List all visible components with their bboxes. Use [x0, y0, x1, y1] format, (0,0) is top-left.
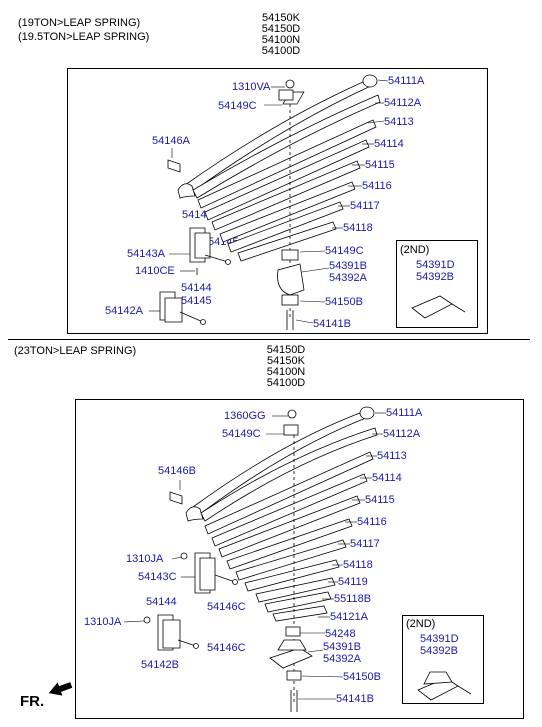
top-title-line-1: (19TON>LEAP SPRING) [18, 17, 141, 29]
part-label-54391b[interactable]: 54391B [329, 260, 367, 272]
part-label-54141b[interactable]: 54141B [313, 318, 351, 330]
part-label-54248[interactable]: 54248 [325, 628, 356, 640]
bottom-inset-code-54392b[interactable]: 54392B [420, 645, 458, 657]
part-label-54113[interactable]: 54113 [377, 450, 407, 462]
part-label-54117[interactable]: 54117 [350, 538, 380, 550]
part-label-54121a[interactable]: 54121A [330, 611, 368, 623]
part-label-54115[interactable]: 54115 [365, 494, 395, 506]
part-label-54115[interactable]: 54115 [365, 159, 395, 171]
bottom-title: (23TON>LEAP SPRING) [14, 345, 137, 357]
part-label-54114[interactable]: 54114 [372, 472, 402, 484]
part-label-54143a[interactable]: 54143A [127, 248, 165, 260]
part-label-55118b[interactable]: 55118B [334, 593, 372, 605]
bottom-clips [143, 491, 238, 651]
part-label-1310ja[interactable]: 1310JA [126, 553, 164, 565]
part-label-54113[interactable]: 54113 [384, 116, 414, 128]
part-label-54143c[interactable]: 54143C [138, 571, 177, 583]
bottom-leader-lines [123, 412, 386, 700]
part-label-1310va[interactable]: 1310VA [232, 81, 271, 93]
part-label-54146b[interactable]: 54146B [158, 465, 196, 477]
front-direction-label: FR. [20, 693, 45, 710]
top-diagram-frame [67, 68, 488, 334]
part-label-54144[interactable]: 54144 [146, 596, 177, 608]
part-label-54116[interactable]: 54116 [362, 180, 392, 192]
bottom-inset-code-54391d[interactable]: 54391D [420, 633, 459, 645]
part-label-54118[interactable]: 54118 [343, 559, 373, 571]
part-label-54144-b[interactable]: 54144 [181, 282, 212, 294]
part-label-54114[interactable]: 54114 [374, 138, 404, 150]
top-leaf-stack [177, 74, 381, 330]
bottom-assembly-code: 54150D [266, 344, 306, 356]
top-title-line-2: (19.5TON>LEAP SPRING) [18, 31, 150, 43]
part-label-54146a[interactable]: 54146A [152, 135, 190, 147]
bottom-assembly-code: 54100N [266, 366, 306, 378]
part-label-54149c[interactable]: 54149C [218, 100, 257, 112]
part-label-1410ce[interactable]: 1410CE [135, 265, 175, 277]
top-leader-lines [149, 79, 389, 324]
part-label-1360gg[interactable]: 1360GG [224, 410, 266, 422]
bottom-assembly-codes: 54150D 54150K 54100N 54100D [261, 345, 311, 389]
top-inset-2nd [396, 240, 478, 328]
top-inset-code-54392b[interactable]: 54392B [416, 271, 454, 283]
bottom-assembly-code: 54150K [267, 355, 305, 367]
top-inset-bracket [411, 295, 453, 319]
top-assembly-code: 54150K [262, 12, 300, 24]
part-label-54146c-b[interactable]: 54146C [207, 642, 246, 654]
top-inset-code-54391d[interactable]: 54391D [416, 259, 455, 271]
top-assembly-code: 54150D [261, 23, 301, 35]
top-inset-title: (2ND) [400, 244, 430, 256]
part-label-54119[interactable]: 54119 [338, 576, 368, 588]
part-label-1310ja-b[interactable]: 1310JA [84, 616, 122, 628]
part-label-54150b[interactable]: 54150B [325, 296, 363, 308]
part-label-54149c-2[interactable]: 54149C [325, 245, 364, 257]
part-label-54112a[interactable]: 54112A [383, 428, 421, 440]
bottom-inset-title: (2ND) [406, 618, 436, 630]
section-divider [8, 339, 530, 340]
front-arrow-icon [48, 682, 73, 696]
part-label-54112a[interactable]: 54112A [384, 97, 422, 109]
top-assembly-code: 54100N [261, 34, 301, 46]
bottom-assembly-code: 54100D [266, 377, 306, 389]
top-assembly-code: 54100D [261, 45, 301, 57]
top-assembly-codes: 54150K 54150D 54100N 54100D [256, 13, 306, 57]
part-label-54142a[interactable]: 54142A [105, 305, 143, 317]
part-label-54146c[interactable]: 54146C [207, 601, 246, 613]
part-label-54149c[interactable]: 54149C [222, 428, 261, 440]
part-label-54150b[interactable]: 54150B [343, 671, 381, 683]
part-label-54142b[interactable]: 54142B [141, 659, 179, 671]
part-label-54145-b[interactable]: 54145 [181, 295, 212, 307]
part-label-54391b[interactable]: 54391B [323, 641, 361, 653]
part-label-54111a[interactable]: 54111A [388, 75, 425, 87]
part-label-54118[interactable]: 54118 [343, 222, 373, 234]
bottom-diagram-frame [75, 399, 524, 719]
part-label-54117[interactable]: 54117 [350, 200, 380, 212]
part-label-54392a[interactable]: 54392A [329, 272, 367, 284]
part-label-54392a[interactable]: 54392A [323, 653, 361, 665]
bottom-leaf-stack [185, 406, 378, 712]
part-label-54141b[interactable]: 54141B [336, 693, 374, 705]
part-label-54116[interactable]: 54116 [357, 516, 387, 528]
bottom-inset-2nd [402, 615, 484, 704]
top-clips [159, 159, 231, 325]
part-label-54111a[interactable]: 54111A [386, 407, 423, 419]
